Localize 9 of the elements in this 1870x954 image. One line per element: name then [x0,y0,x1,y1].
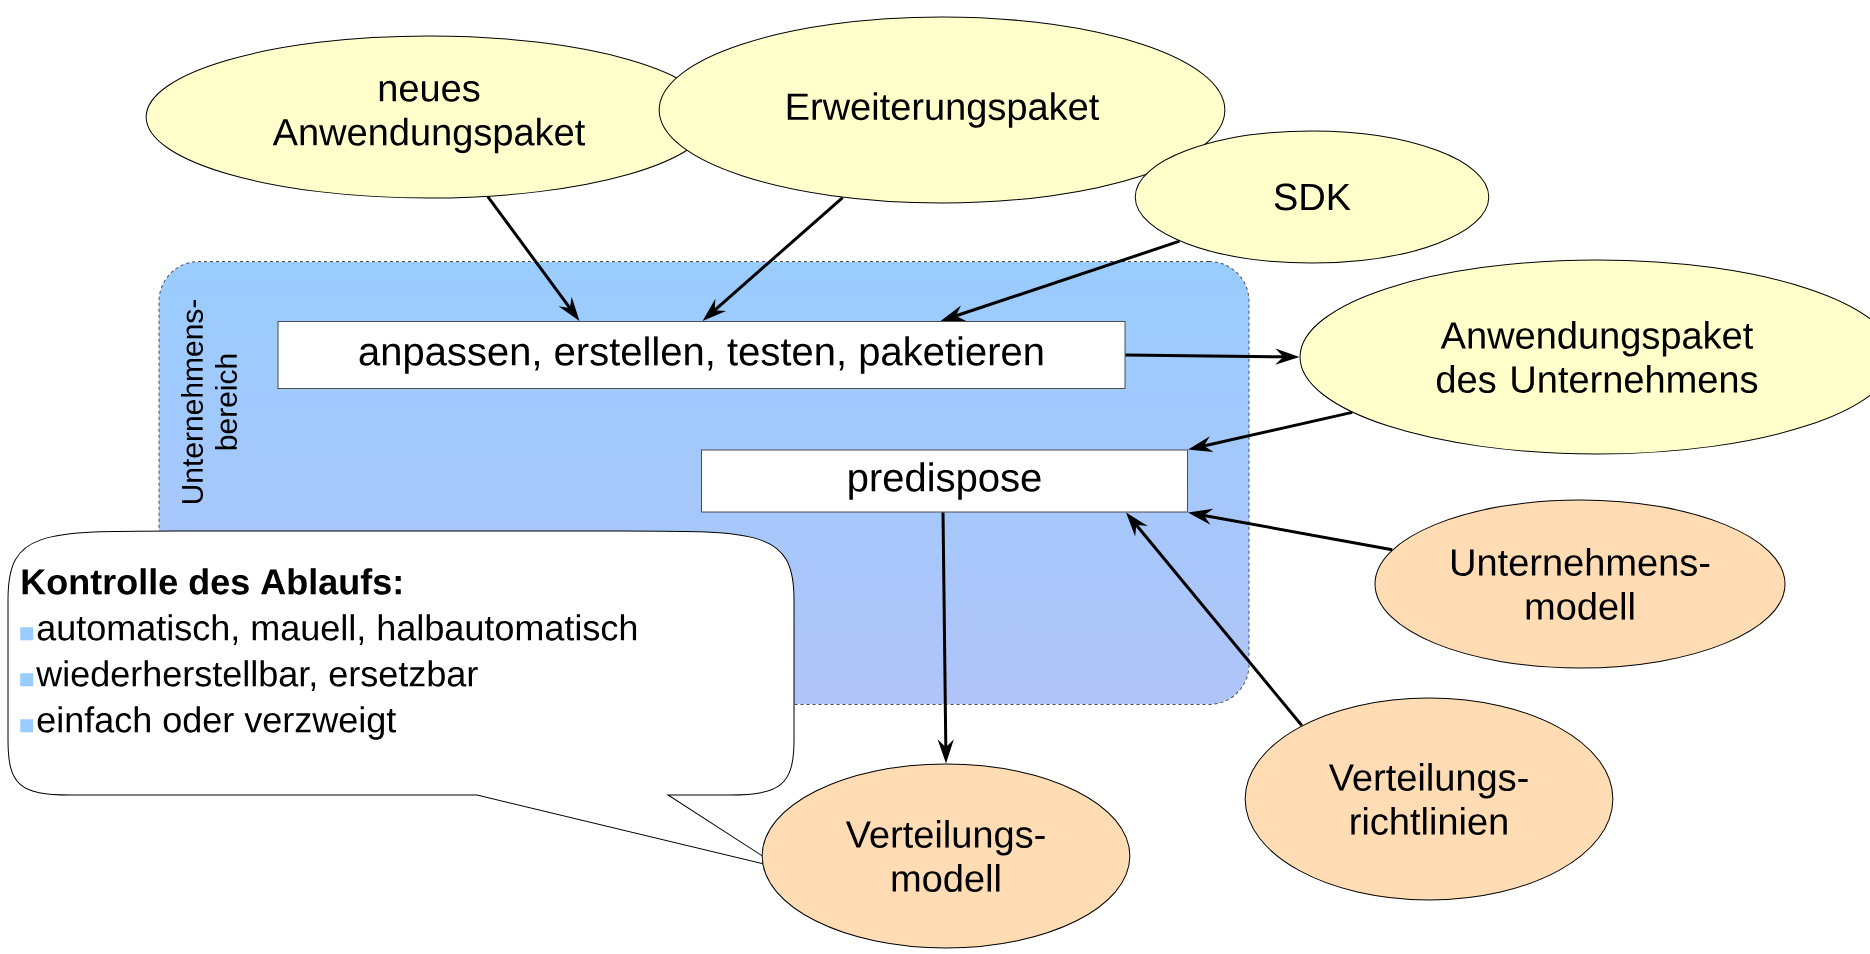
ellipse-node: SDK [1134,130,1490,264]
process-box: anpassen, erstellen, testen, paketieren [277,321,1126,389]
ellipse-node: Unternehmens- modell [1374,499,1786,669]
process-box: predispose [701,449,1188,513]
ellipse-node: Verteilungs- modell [761,763,1131,949]
ellipse-node: Verteilungs- richtlinien [1244,697,1614,901]
ellipse-node: neues Anwendungspaket [145,35,713,199]
ellipse-node: Erweiterungspaket [658,16,1226,204]
callout-bubble: Kontrolle des Ablaufs: automatisch, mauell, halbautomatisch wiederherstellbar, ersetzbar einfach oder verzweigt [7,530,795,869]
